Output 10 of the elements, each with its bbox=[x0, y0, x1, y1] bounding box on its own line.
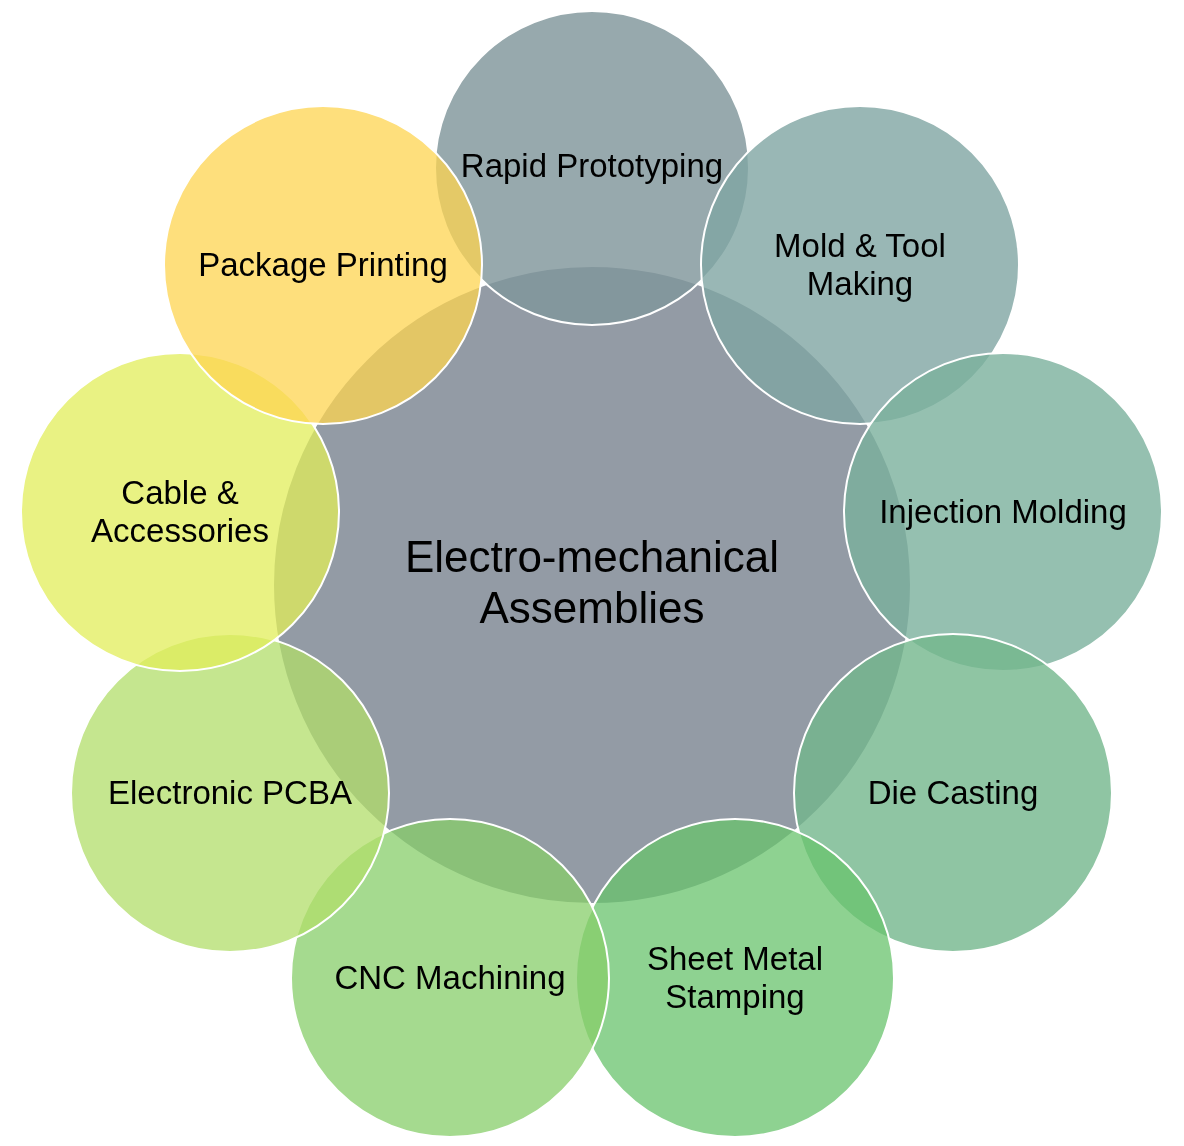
circle-label: Package Printing bbox=[198, 246, 448, 284]
circle-label: Mold & Tool Making bbox=[773, 227, 947, 303]
circle-label: Electronic PCBA bbox=[108, 774, 352, 812]
circle-label: Electro-mechanical Assemblies bbox=[403, 532, 781, 634]
circle-label: CNC Machining bbox=[334, 959, 566, 997]
circle-label: Die Casting bbox=[867, 774, 1039, 812]
circle-label: Injection Molding bbox=[879, 493, 1127, 531]
circle-label: Rapid Prototyping bbox=[460, 147, 724, 185]
circle-label: Sheet Metal Stamping bbox=[645, 940, 825, 1016]
circle-label: Cable & Accessories bbox=[90, 474, 270, 550]
